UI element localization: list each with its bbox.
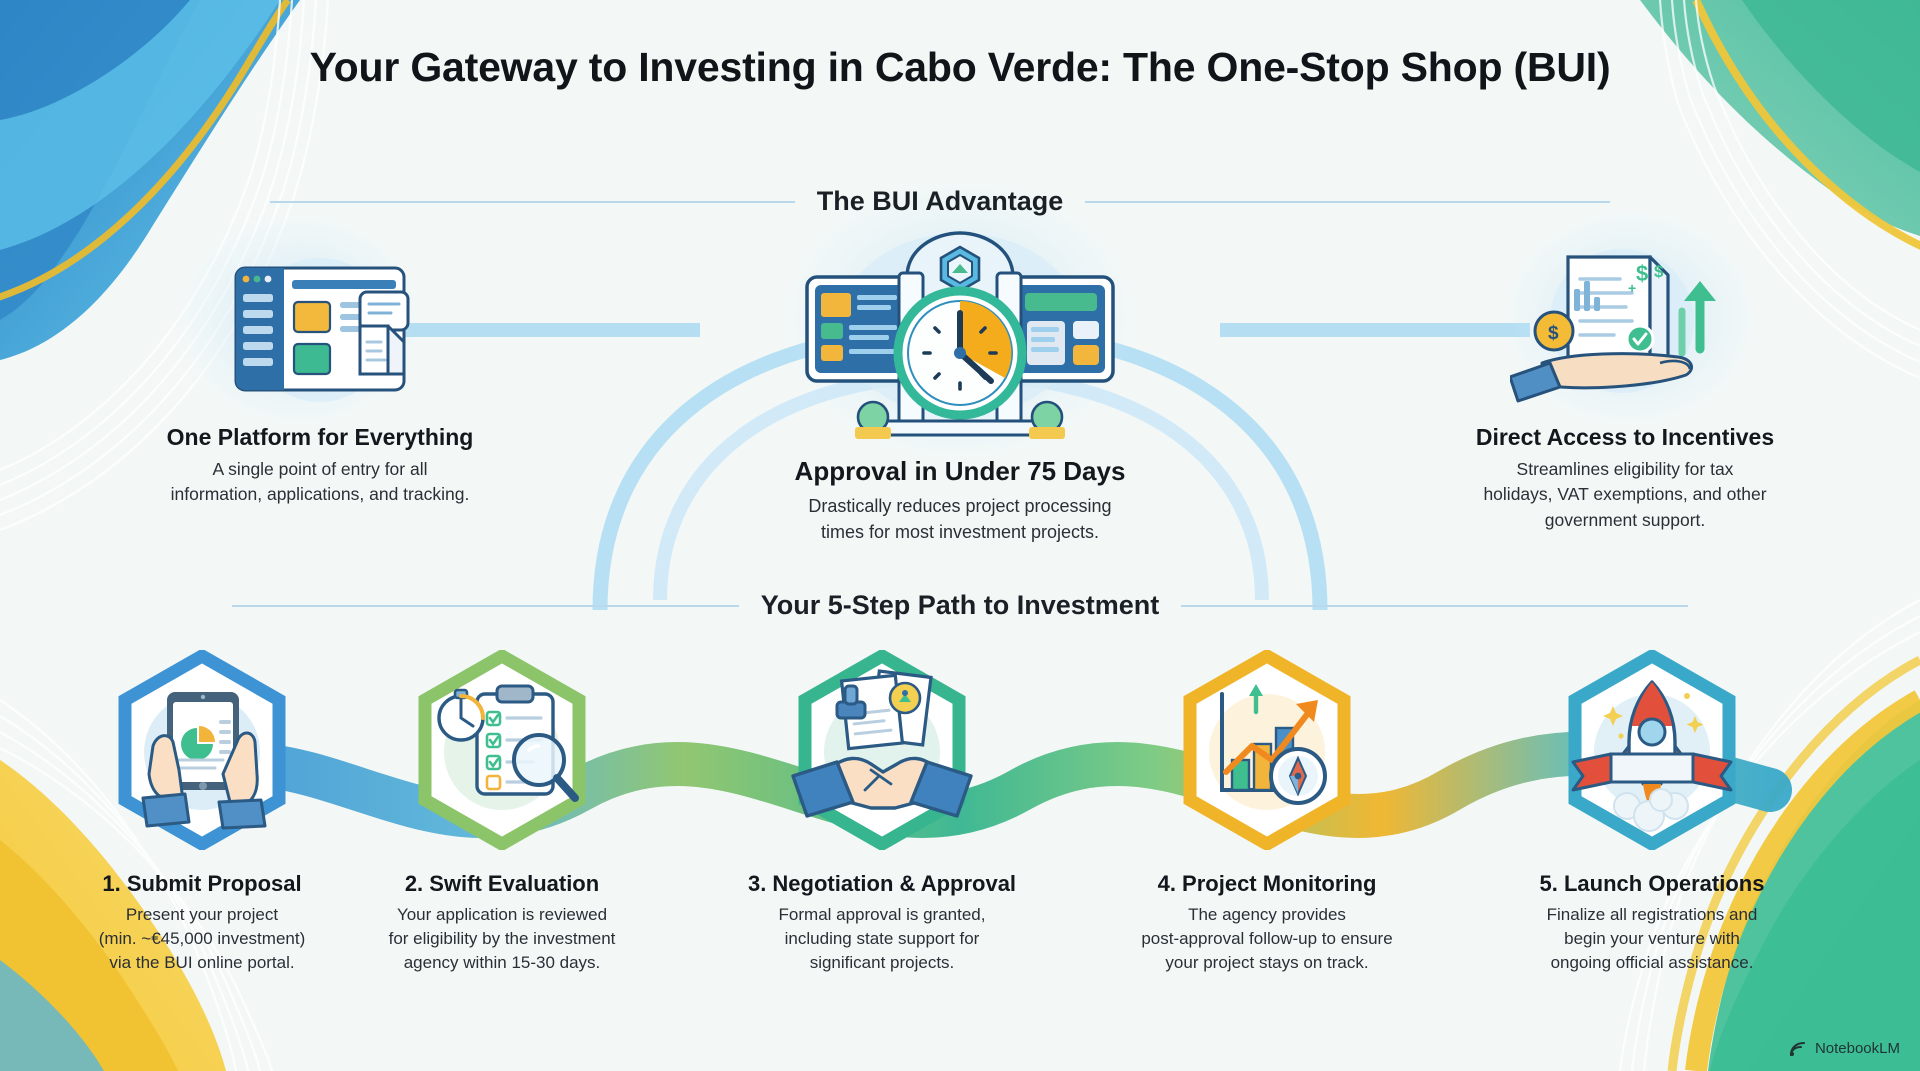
step-title: 2. Swift Evaluation [404,871,600,896]
handshake-stamped-document-icon [690,645,1074,855]
divider-rule-right [1085,200,1611,203]
step-title: 4. Project Monitoring [1157,871,1377,896]
section-heading-path: Your 5-Step Path to Investment [232,590,1688,621]
hand-holding-document-icon: $ $ + $ [1390,230,1860,410]
steps-row: 1. Submit Proposal Present your project … [0,645,1920,1025]
step-body: Present your project (min. ~€45,000 inve… [98,905,306,973]
svg-text:$: $ [1636,261,1648,286]
section-heading-advantage-label: The BUI Advantage [816,186,1064,216]
tablet-pie-chart-hands-icon [10,645,394,855]
step-item-3: 3. Negotiation & Approval Formal approva… [690,645,1074,975]
feature-body: Drastically reduces project processing t… [808,496,1112,543]
step-item-5: 5. Launch Operations Finalize all regist… [1460,645,1844,975]
notebooklm-watermark-label: NotebookLM [1814,1040,1900,1057]
step-item-2: 2. Swift Evaluation Your application is … [310,645,694,975]
notebooklm-logo-icon [1789,1041,1805,1056]
step-body: Finalize all registrations and begin you… [1546,905,1758,973]
rocket-launch-ribbon-icon [1460,645,1844,855]
feature-body: A single point of entry for all informat… [170,459,470,505]
step-item-1: 1. Submit Proposal Present your project … [10,645,394,975]
feature-title: One Platform for Everything [166,424,474,450]
clipboard-checklist-magnifier-icon [310,645,694,855]
dashboard-window-icon [95,230,545,410]
step-title: 3. Negotiation & Approval [747,871,1017,896]
government-building-clock-icon [615,220,1305,440]
step-item-4: 4. Project Monitoring The agency provide… [1075,645,1459,975]
section-heading-advantage: The BUI Advantage [270,186,1611,217]
section-heading-path-label: Your 5-Step Path to Investment [760,590,1160,620]
step-body: Formal approval is granted, including st… [778,905,986,973]
feature-approval-time: Approval in Under 75 Days Drastically re… [615,220,1305,545]
step-ribbon-connector [128,731,1792,838]
feature-title: Direct Access to Incentives [1475,424,1775,450]
step-body: Your application is reviewed for eligibi… [388,905,616,973]
divider-rule-left [270,200,795,203]
svg-text:$: $ [1654,262,1664,281]
feature-one-platform: One Platform for Everything A single poi… [95,230,545,508]
divider-rule-right [1181,604,1688,607]
growth-chart-compass-icon [1075,645,1459,855]
feature-direct-incentives: $ $ + $ Direct A [1390,230,1860,533]
step-title: 1. Submit Proposal [102,871,302,896]
step-title: 5. Launch Operations [1539,871,1765,896]
page-title: Your Gateway to Investing in Cabo Verde:… [309,44,1611,90]
step-body: The agency provides post-approval follow… [1141,905,1393,973]
feature-body: Streamlines eligibility for tax holidays… [1483,459,1767,530]
svg-text:$: $ [1548,323,1559,344]
feature-title: Approval in Under 75 Days [794,456,1126,486]
divider-rule-left [232,604,739,607]
svg-text:+: + [1628,280,1636,296]
notebooklm-watermark: NotebookLM [1789,1040,1900,1057]
